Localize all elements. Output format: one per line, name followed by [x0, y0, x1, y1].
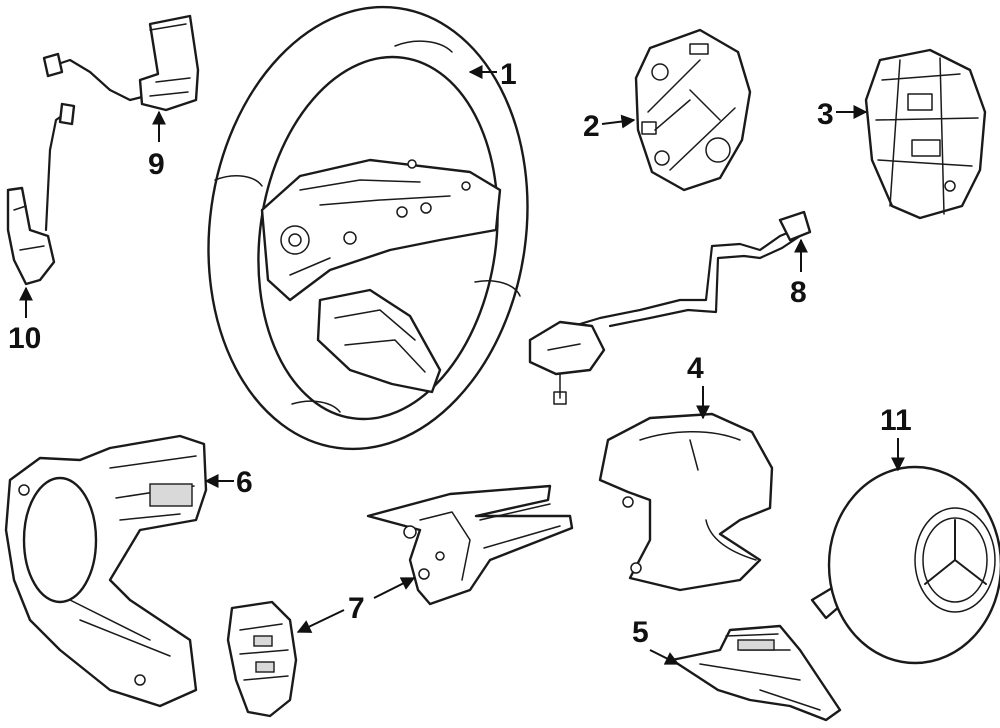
button-module-part[interactable] [226, 600, 298, 718]
paddle-shifter-part[interactable] [6, 102, 76, 286]
airbag-module-part[interactable] [810, 465, 1000, 665]
wiring-harness-part[interactable] [528, 210, 812, 405]
callout-6: 6 [236, 466, 253, 499]
callout-1: 1 [500, 58, 517, 91]
callout-5: 5 [632, 616, 649, 649]
connector-lead-part[interactable] [42, 14, 200, 112]
callout-9: 9 [148, 148, 165, 181]
callout-2: 2 [583, 110, 600, 143]
leader-7b [296, 609, 345, 633]
steering-wheel-part[interactable] [181, 0, 556, 470]
callout-3: 3 [817, 98, 834, 131]
control-module-part[interactable] [864, 48, 987, 220]
switch-assembly-part[interactable] [366, 484, 574, 606]
callout-11: 11 [880, 404, 912, 437]
bezel-part[interactable] [4, 434, 208, 708]
leader-2 [601, 114, 636, 129]
callout-4: 4 [687, 352, 704, 385]
callout-7: 7 [348, 592, 365, 625]
mounting-plate-part[interactable] [634, 28, 752, 192]
leader-5 [649, 649, 680, 665]
callout-10: 10 [8, 322, 41, 355]
lower-trim-part[interactable] [670, 624, 842, 722]
leader-7a [373, 577, 416, 599]
callout-8: 8 [790, 276, 807, 309]
steering-column-cover-part[interactable] [598, 412, 774, 592]
